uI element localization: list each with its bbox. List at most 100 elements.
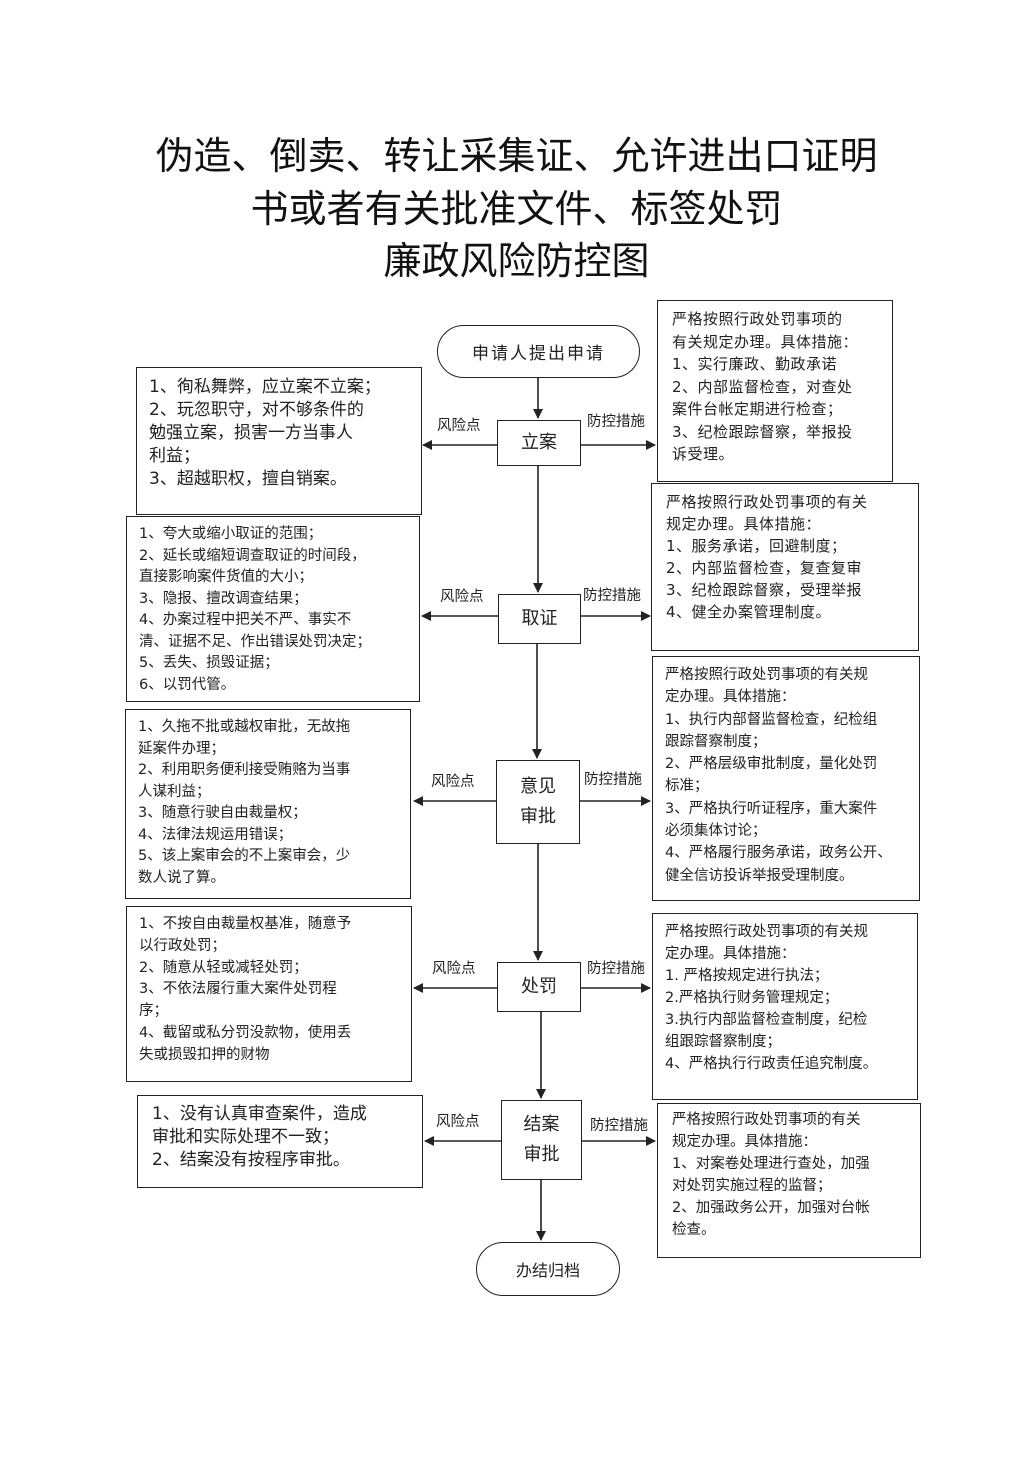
control-line: 检查。: [672, 1222, 716, 1238]
control-line: 跟踪督察制度；: [665, 733, 767, 750]
risk-label: 风险点: [437, 418, 481, 434]
risk-line: 1、不按自由裁量权基准，随意予: [139, 916, 352, 932]
control-line: 2、内部监督检查，复查复审: [666, 559, 863, 577]
risk-line: 3、超越职权，擅自销案。: [149, 469, 347, 489]
end-node: 办结归档: [476, 1242, 620, 1296]
control-line: 案件台帐定期进行检查；: [672, 400, 843, 418]
control-line: 3、纪检跟踪督察，举报投: [672, 422, 853, 441]
control-box-2: 严格按照行政处罚事项的有关 规定办理。具体措施： 1、服务承诺，回避制度； 2、…: [651, 483, 919, 651]
risk-line: 3、隐报、擅改调查结果；: [139, 590, 308, 607]
page-title-line-2: 书或者有关批准文件、标签处罚: [250, 187, 783, 231]
risk-line: 失或损毁扣押的财物: [139, 1046, 270, 1063]
step-name: 审批: [520, 806, 556, 827]
risk-line: 2、结案没有按程序审批。: [152, 1150, 350, 1170]
risk-line: 5、该上案审会的不上案审会，少: [138, 848, 351, 864]
risk-line: 清、证据不足、作出错误处罚决定；: [139, 633, 371, 650]
control-box-3: 严格按照行政处罚事项的有关规 定办理。具体措施： 1、执行内部督监督检查，纪检组…: [652, 656, 920, 901]
risk-line: 6、以罚代管。: [139, 676, 236, 693]
control-label: 防控措施: [584, 772, 642, 788]
risk-line: 2、随意从轻或减轻处罚；: [139, 959, 308, 976]
control-line: 标准；: [665, 778, 709, 795]
control-line: 3.执行内部监督检查制度，纪检: [665, 1012, 868, 1028]
step-name: 审批: [523, 1144, 560, 1165]
step-chufa: 处罚: [497, 962, 581, 1012]
risk-box-5: 1、没有认真审查案件，造成 审批和实际处理不一致； 2、结案没有按程序审批。: [137, 1095, 423, 1188]
control-line: 严格按照行政处罚事项的有关: [672, 1112, 861, 1128]
risk-line: 4、法律法规运用错误；: [138, 826, 293, 843]
risk-line: 勉强立案，损害一方当事人: [149, 423, 353, 443]
step-name: 取证: [521, 608, 558, 629]
risk-box-1: 1、徇私舞弊，应立案不立案； 2、玩忽职守，对不够条件的 勉强立案，损害一方当事…: [136, 367, 422, 515]
step-name: 处罚: [521, 976, 557, 997]
control-line: 3、纪检跟踪督察，受理举报: [666, 581, 863, 599]
control-line: 严格按照行政处罚事项的有关规: [665, 667, 868, 683]
control-line: 1、对案卷处理进行查处，加强: [672, 1156, 870, 1172]
step-name: 立案: [521, 432, 557, 453]
page-title-line-3: 廉政风险防控图: [383, 239, 650, 283]
risk-line: 人谋利益；: [138, 783, 211, 800]
control-box-4: 严格按照行政处罚事项的有关规 定办理。具体措施： 1. 严格按规定进行执法； 2…: [652, 913, 918, 1100]
risk-line: 4、办案过程中把关不严、事实不: [139, 612, 352, 628]
control-line: 规定办理。具体措施：: [666, 515, 822, 533]
control-line: 严格按照行政处罚事项的: [672, 310, 843, 328]
risk-line: 2、玩忽职守，对不够条件的: [149, 400, 364, 420]
risk-line: 1、夸大或缩小取证的范围；: [139, 526, 323, 542]
risk-line: 1、没有认真审查案件，造成: [152, 1104, 367, 1124]
risk-line: 1、徇私舞弊，应立案不立案；: [149, 377, 381, 397]
control-line: 1、服务承诺，回避制度；: [666, 537, 847, 555]
step-yijian-shenpi: 意见 审批: [496, 760, 580, 844]
risk-label: 风险点: [432, 961, 476, 977]
control-line: 3、严格执行听证程序，重大案件: [665, 800, 878, 817]
page-title-line-1: 伪造、倒卖、转让采集证、允许进出口证明: [155, 134, 878, 178]
control-line: 诉受理。: [672, 445, 735, 463]
risk-box-2: 1、夸大或缩小取证的范围； 2、延长或缩短调查取证的时间段， 直接影响案件货值的…: [126, 516, 420, 702]
risk-line: 4、截留或私分罚没款物，使用丢: [139, 1024, 352, 1041]
risk-line: 5、丢失、损毁证据；: [139, 655, 279, 671]
control-line: 必须集体讨论；: [665, 823, 767, 840]
control-line: 严格按照行政处罚事项的有关: [666, 493, 868, 511]
risk-label: 风险点: [431, 774, 475, 790]
control-line: 4、健全办案管理制度。: [666, 603, 832, 621]
control-line: 定办理。具体措施：: [665, 946, 796, 962]
control-line: 2、内部监督检查，对查处: [672, 377, 853, 396]
risk-label: 风险点: [436, 1114, 480, 1130]
control-line: 定办理。具体措施：: [665, 689, 796, 706]
risk-line: 1、久拖不批或越权审批，无故拖: [138, 719, 351, 735]
control-line: 2、严格层级审批制度，量化处罚: [665, 756, 878, 773]
control-line: 2.严格执行财务管理规定；: [665, 990, 839, 1006]
control-line: 1、实行廉政、勤政承诺: [672, 355, 838, 373]
control-line: 4、严格执行行政责任追究制度。: [665, 1056, 878, 1072]
control-line: 对处罚实施过程的监督；: [672, 1178, 832, 1194]
step-name: 结案: [523, 1114, 560, 1135]
risk-line: 3、不依法履行重大案件处罚程: [139, 981, 337, 998]
step-jiean-shenpi: 结案 审批: [501, 1100, 582, 1180]
control-box-5: 严格按照行政处罚事项的有关 规定办理。具体措施： 1、对案卷处理进行查处，加强 …: [657, 1103, 921, 1258]
risk-line: 3、随意行驶自由裁量权；: [138, 805, 307, 821]
risk-line: 2、利用职务便利接受贿赂为当事: [138, 762, 351, 778]
control-line: 严格按照行政处罚事项的有关规: [665, 924, 868, 940]
control-line: 规定办理。具体措施：: [672, 1134, 817, 1150]
start-node: 申请人提出申请: [437, 325, 640, 378]
risk-line: 2、延长或缩短调查取证的时间段，: [139, 547, 366, 564]
control-line: 有关规定办理。具体措施：: [672, 332, 859, 351]
risk-line: 利益；: [149, 446, 200, 466]
step-name: 意见: [520, 776, 556, 797]
control-line: 1. 严格按规定进行执法；: [665, 968, 829, 984]
control-label: 防控措施: [590, 1118, 648, 1134]
risk-box-4: 1、不按自由裁量权基准，随意予 以行政处罚； 2、随意从轻或减轻处罚； 3、不依…: [126, 906, 412, 1082]
risk-line: 以行政处罚；: [139, 937, 226, 954]
risk-line: 审批和实际处理不一致；: [152, 1127, 339, 1147]
control-line: 2、加强政务公开，加强对台帐: [672, 1200, 870, 1216]
control-label: 防控措施: [583, 588, 641, 604]
control-line: 组跟踪督察制度；: [665, 1034, 781, 1050]
control-box-1: 严格按照行政处罚事项的 有关规定办理。具体措施： 1、实行廉政、勤政承诺 2、内…: [657, 300, 893, 482]
risk-line: 数人说了算。: [138, 869, 225, 886]
control-label: 防控措施: [587, 961, 645, 977]
risk-line: 序；: [139, 1003, 168, 1020]
risk-line: 延案件办理；: [138, 740, 225, 757]
control-line: 1、执行内部督监督检查，纪检组: [665, 711, 878, 728]
control-label: 防控措施: [587, 414, 645, 430]
control-line: 健全信访投诉举报受理制度。: [665, 867, 854, 884]
